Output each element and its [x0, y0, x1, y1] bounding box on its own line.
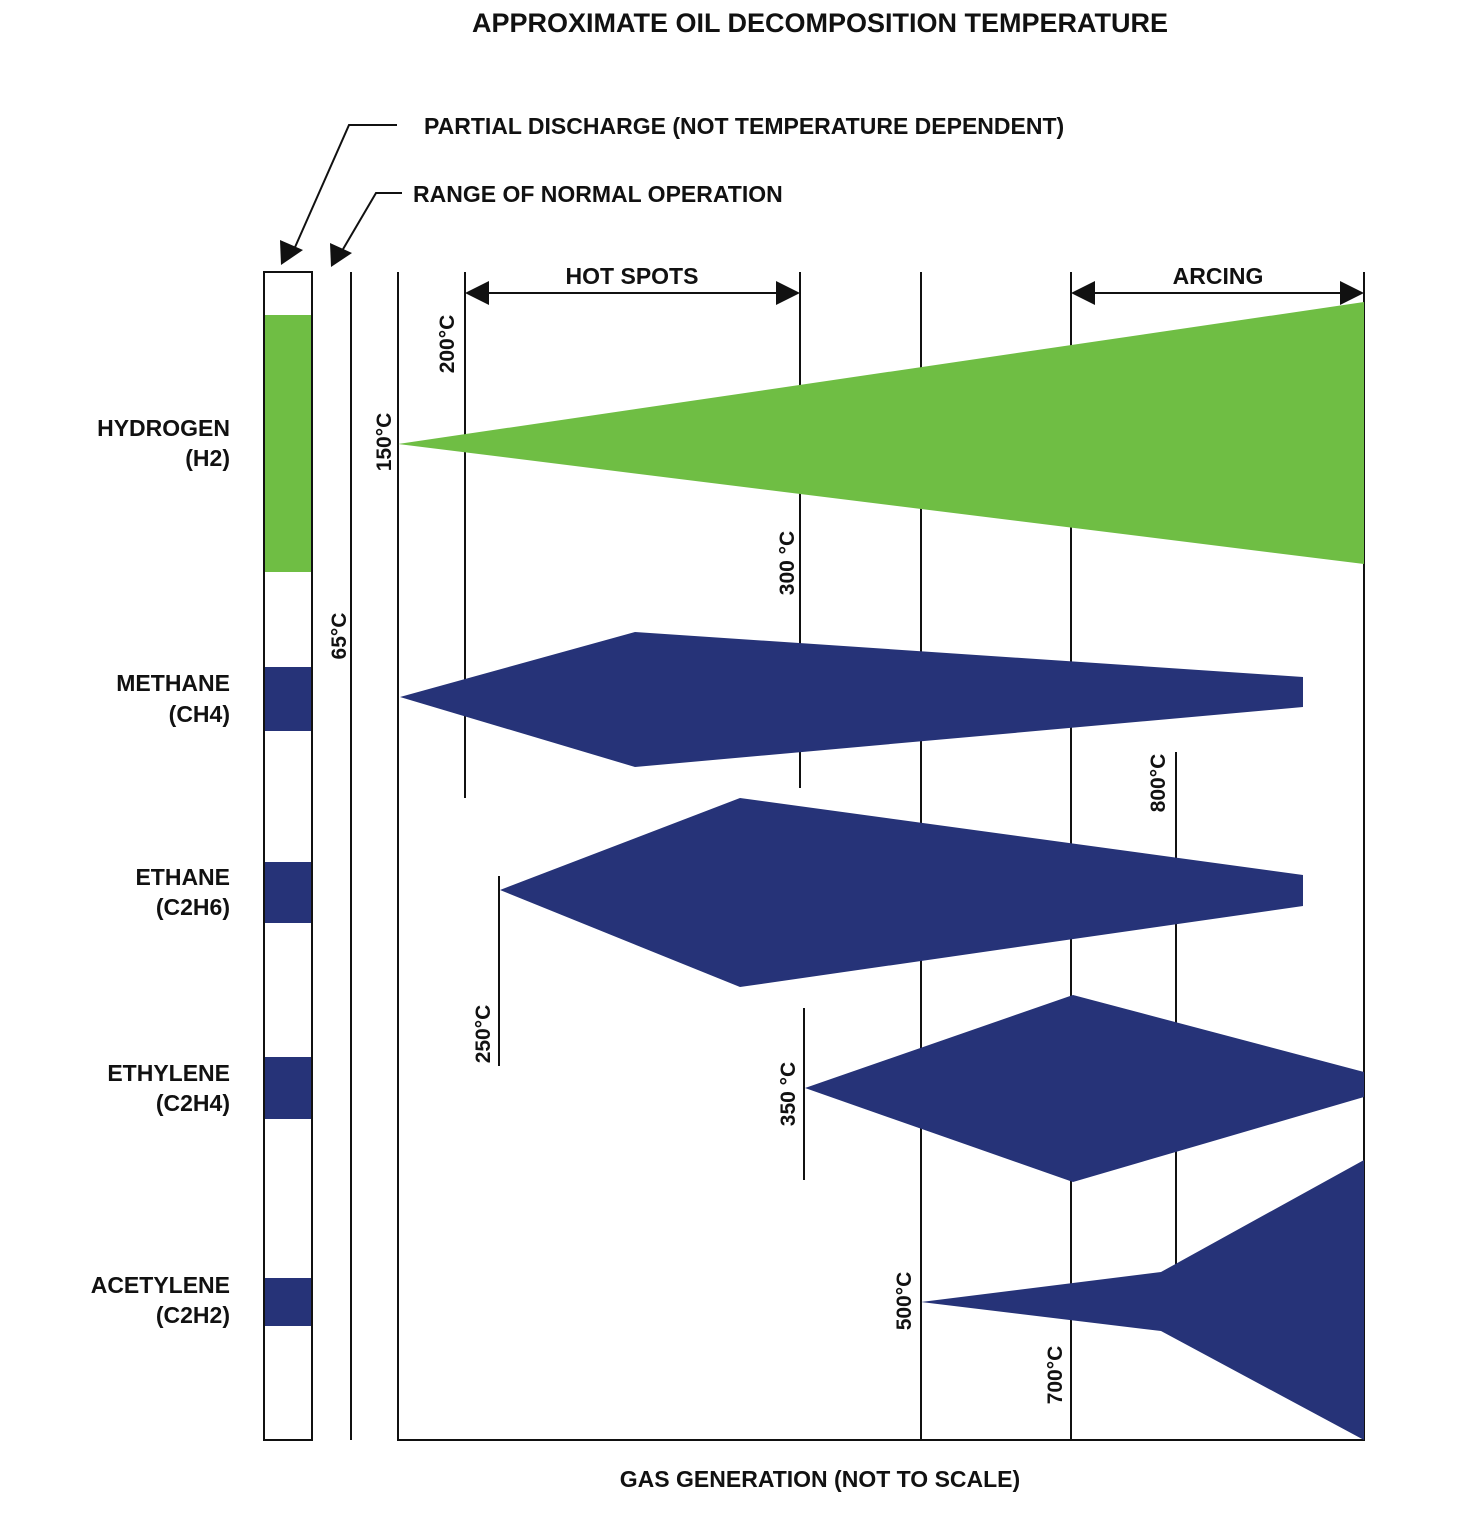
temp-label-150: 150°C: [373, 413, 396, 472]
partial-discharge-ethane-bar: [265, 862, 311, 923]
partial-discharge-arrow-icon: [280, 240, 303, 265]
ethylene-gas-shape: [805, 995, 1364, 1182]
partial-discharge-methane-bar: [265, 667, 311, 731]
ethane-gas-shape: [500, 798, 1303, 987]
temp-label-350: 350 °C: [777, 1062, 800, 1126]
acetylene-gas-shape: [921, 1160, 1364, 1440]
partial-discharge-hydrogen-bar: [265, 315, 311, 572]
hydrogen-gas-shape: [398, 302, 1364, 564]
arcing-right-arrow-icon: [1340, 281, 1364, 305]
x-axis-label: GAS GENERATION (NOT TO SCALE): [620, 1466, 1020, 1492]
temp-label-500: 500°C: [893, 1272, 916, 1331]
gas-label-ethane: ETHANE: [135, 864, 230, 890]
normal-operation-leader-line: [338, 192, 402, 257]
hot-spots-right-arrow-icon: [776, 281, 800, 305]
normal-operation-label: RANGE OF NORMAL OPERATION: [413, 181, 783, 207]
diagram-title: APPROXIMATE OIL DECOMPOSITION TEMPERATUR…: [472, 8, 1168, 38]
gas-formula-ethylene: (C2H4): [156, 1090, 230, 1116]
methane-gas-shape: [400, 632, 1303, 767]
gas-formula-ethane: (C2H6): [156, 894, 230, 920]
partial-discharge-column: [263, 271, 313, 1441]
temp-label-800: 800°C: [1147, 754, 1170, 813]
gas-formula-acetylene: (C2H2): [156, 1302, 230, 1328]
gas-label-acetylene: ACETYLENE: [91, 1272, 230, 1298]
normal-operation-arrow-icon: [330, 243, 352, 267]
arcing-label: ARCING: [1173, 263, 1264, 289]
partial-discharge-label: PARTIAL DISCHARGE (NOT TEMPERATURE DEPEN…: [424, 113, 1064, 139]
temp-label-200: 200°C: [436, 315, 459, 374]
arcing-left-arrow-icon: [1071, 281, 1095, 305]
gas-label-methane: METHANE: [116, 670, 230, 696]
temp-label-700: 700°C: [1044, 1346, 1067, 1405]
gas-formula-hydrogen: (H2): [185, 445, 230, 471]
temp-label-300: 300 °C: [776, 531, 799, 595]
gas-label-hydrogen: HYDROGEN: [97, 415, 230, 441]
partial-discharge-acetylene-bar: [265, 1278, 311, 1326]
temp-label-65: 65°C: [328, 613, 351, 660]
temp-label-250: 250°C: [472, 1005, 495, 1064]
gas-label-ethylene: ETHYLENE: [107, 1060, 230, 1086]
hot-spots-label: HOT SPOTS: [566, 263, 699, 289]
hot-spots-left-arrow-icon: [465, 281, 489, 305]
gas-formula-methane: (CH4): [169, 701, 230, 727]
partial-discharge-ethylene-bar: [265, 1057, 311, 1119]
partial-discharge-leader-line: [291, 124, 397, 255]
